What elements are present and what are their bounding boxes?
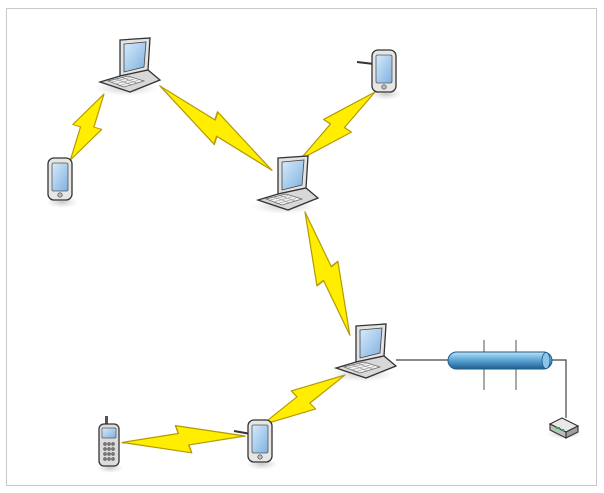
laptop-3 <box>329 323 397 383</box>
tablet-1 <box>356 49 403 101</box>
modem <box>546 417 582 439</box>
wireless-link <box>291 206 364 341</box>
wireless-link <box>57 87 118 167</box>
wireless-link <box>120 421 247 458</box>
phone-1 <box>95 415 125 474</box>
wired-link <box>552 359 567 418</box>
diagram-frame <box>6 8 597 486</box>
wireless-link <box>254 362 353 438</box>
network-bus <box>447 340 553 390</box>
wireless-link <box>150 74 281 183</box>
pda-1 <box>45 157 79 209</box>
tablet-2 <box>233 419 279 471</box>
laptop-1 <box>93 37 161 97</box>
wireless-link <box>289 80 385 171</box>
